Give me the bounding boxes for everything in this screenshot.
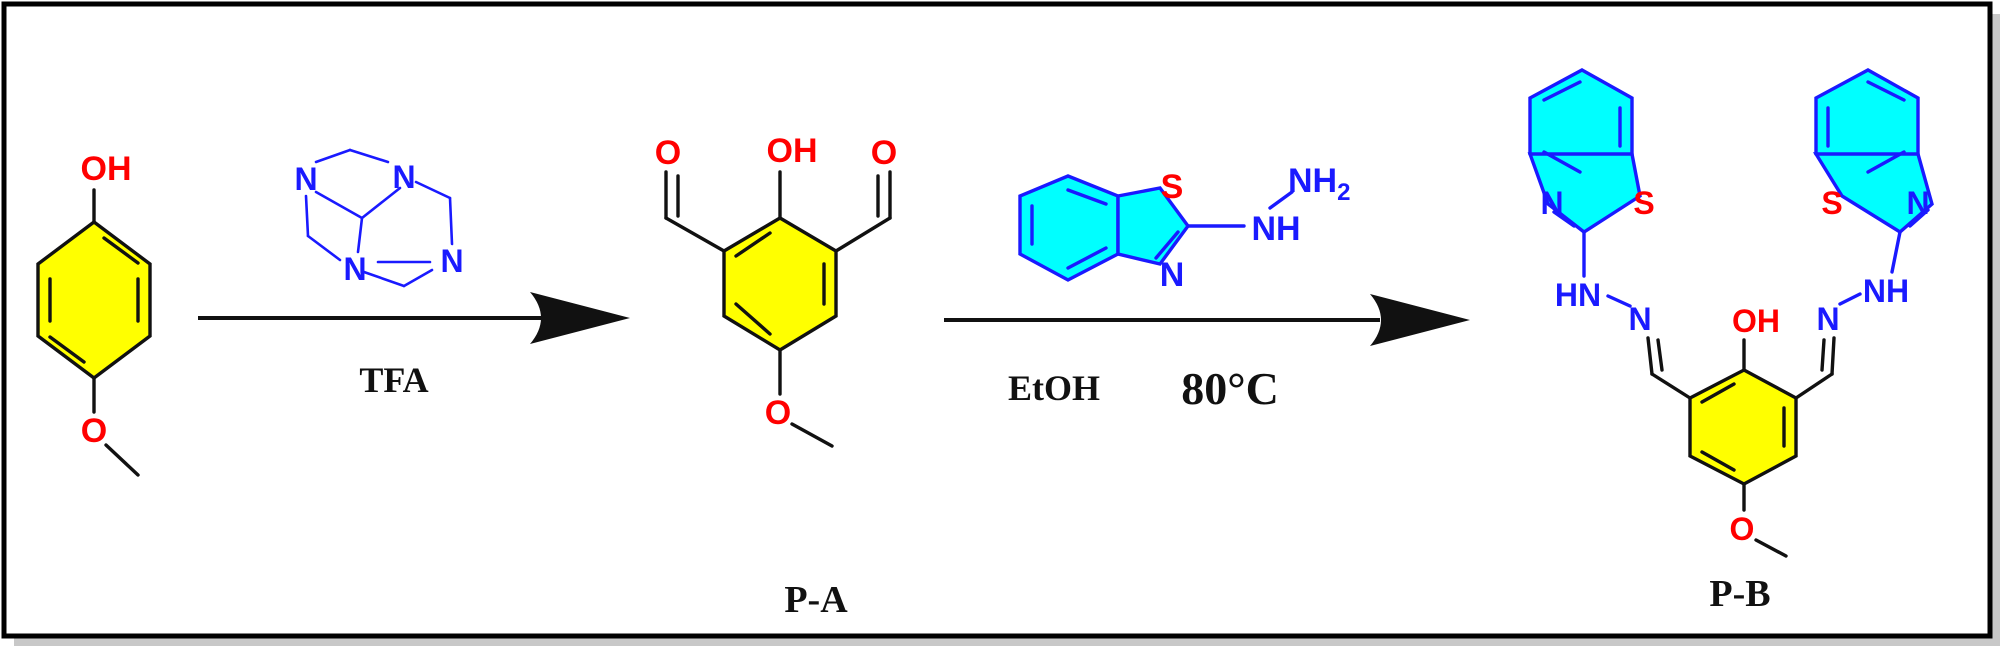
reactant-hydroxyl: OH: [81, 150, 132, 188]
product-right-sulfur: S: [1821, 185, 1842, 221]
product-left-thiazole-ring: [1527, 152, 1642, 235]
step1-condition: TFA: [359, 360, 428, 400]
step2-reagent-thiazole-ring: [1116, 186, 1191, 266]
intermediate-label: P-A: [784, 579, 848, 621]
step2-temperature: 80°C: [1181, 363, 1279, 414]
step1-reagent-hexamine: N N N N: [294, 148, 464, 288]
intermediate-hydroxyl: OH: [767, 132, 818, 170]
step2-reagent-nh2-subscript: 2: [1337, 179, 1350, 206]
step2-reagent-ring-nitrogen: N: [1160, 256, 1185, 294]
intermediate-molecule: OH O O O: [655, 132, 897, 448]
product-methoxy-oxygen: O: [1730, 511, 1755, 547]
reactant-molecule: OH O: [36, 150, 152, 477]
step2-reagent-benzothiazolyl-hydrazine: S N NH NH2: [1018, 162, 1350, 294]
product-right-imine-nitrogen: N: [1816, 301, 1839, 337]
step2-solvent: EtOH: [1008, 368, 1100, 408]
hexamine-n2: N: [392, 159, 415, 195]
hexamine-n3: N: [343, 251, 366, 287]
step2-reagent-nh2: NH2: [1288, 162, 1350, 206]
product-right-hydrazine-nh: NH: [1863, 273, 1909, 309]
product-left-imine-nitrogen: N: [1628, 301, 1651, 337]
product-label: P-B: [1709, 573, 1770, 615]
product-molecule: N S HN N S N NH N OH O: [1527, 68, 1934, 558]
step2-reagent-sulfur: S: [1161, 168, 1184, 206]
intermediate-aldehyde-o-right: O: [871, 134, 897, 172]
hexamine-n1: N: [294, 161, 317, 197]
product-left-ring-nitrogen: N: [1540, 185, 1563, 221]
product-left-hydrazine-hn: HN: [1555, 277, 1601, 313]
reactant-methoxy-oxygen: O: [81, 412, 107, 450]
product-right-ring-nitrogen: N: [1906, 185, 1929, 221]
step2-reagent-nh2-main: NH: [1288, 162, 1337, 200]
step2-arrow: [944, 294, 1470, 346]
product-left-sulfur: S: [1633, 185, 1654, 221]
product-hydroxyl: OH: [1732, 303, 1780, 339]
step2-reagent-nh: NH: [1251, 210, 1300, 248]
intermediate-aldehyde-o-left: O: [655, 134, 681, 172]
step1-arrow: [198, 292, 630, 344]
intermediate-methoxy-oxygen: O: [765, 394, 791, 432]
hexamine-n4: N: [440, 243, 463, 279]
